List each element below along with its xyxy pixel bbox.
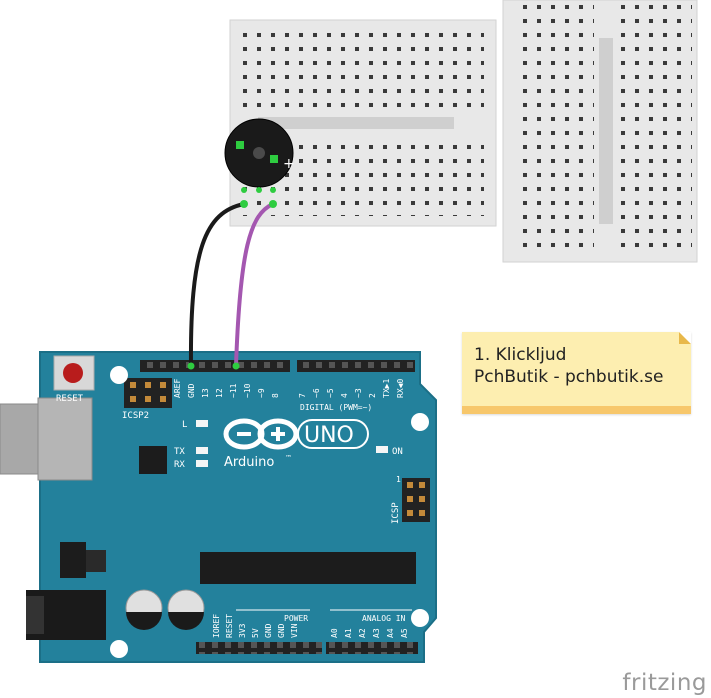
power-pin-label: RESET — [225, 614, 234, 638]
note-card: 1. Klickljud PchButik - pchbutik.se — [462, 332, 691, 414]
analog-label: ANALOG IN — [362, 614, 406, 623]
mounting-hole — [411, 413, 429, 431]
digital-pin-label: RX◀0 — [396, 379, 405, 398]
analog-pin-label: A3 — [372, 628, 381, 638]
icsp2-label: ICSP2 — [122, 411, 149, 421]
power-pin-label: GND — [264, 623, 273, 638]
mounting-hole — [110, 640, 128, 658]
note-footer-bar — [462, 406, 691, 414]
capacitor — [167, 589, 205, 630]
digital-pin-label: ~11 — [229, 383, 238, 398]
digital-pin-label: 8 — [271, 393, 280, 398]
power-pin-labels: IOREF RESET 3V3 5V GND GND VIN — [212, 614, 299, 638]
breadboard-divider — [258, 117, 454, 129]
side-breadboard — [502, 0, 698, 263]
on-label: ON — [392, 447, 403, 457]
power-pin-label: IOREF — [212, 614, 221, 638]
icsp-label: ICSP — [391, 502, 401, 524]
wire-signal[interactable] — [234, 202, 275, 368]
digital-pin-label: 7 — [298, 393, 307, 398]
uno-label: UNO — [304, 423, 354, 448]
digital-pin-labels: AREF GND 13 12 ~11 ~10 ~9 8 7 ~6 ~5 4 ~3 2 TX▶1 RX◀0 — [173, 379, 405, 398]
led-rx — [196, 460, 208, 467]
digital-pin-label: ~5 — [326, 388, 335, 398]
digital-pin-label: TX▶1 — [382, 379, 391, 398]
digital-pin-label: AREF — [173, 379, 182, 398]
icsp-header — [402, 478, 430, 522]
analog-pin-label: A0 — [330, 628, 339, 638]
icsp-pin1-label: 1 — [396, 475, 401, 484]
usb-chip — [139, 446, 167, 474]
arduino-logo — [223, 418, 369, 450]
note-line-2: PchButik - pchbutik.se — [474, 367, 664, 387]
mounting-hole — [411, 609, 429, 627]
analog-pin-label: A2 — [358, 628, 367, 638]
digital-pin-label: GND — [187, 383, 196, 398]
digital-pin-label: ~3 — [354, 388, 363, 398]
led-tx-label: TX — [174, 447, 185, 457]
power-label: POWER — [284, 614, 308, 623]
reset-button[interactable] — [53, 355, 95, 391]
fritzing-watermark: fritzing — [622, 670, 707, 696]
mounting-hole — [110, 366, 128, 384]
led-l-label: L — [182, 420, 187, 430]
digital-pin-label: 2 — [368, 393, 377, 398]
digital-pin-label: 13 — [201, 388, 210, 398]
analog-pin-label: A5 — [400, 628, 409, 638]
power-pin-label: GND — [277, 623, 286, 638]
power-pin-label: VIN — [290, 623, 299, 638]
digital-pin-label: 12 — [215, 388, 224, 398]
note-line-1: 1. Klickljud — [474, 345, 567, 365]
analog-pin-labels: A0 A1 A2 A3 A4 A5 — [330, 628, 409, 638]
power-pin-label: 3V3 — [238, 623, 247, 638]
trademark: ™ — [285, 454, 292, 462]
analog-pin-label: A1 — [344, 628, 353, 638]
capacitor — [125, 589, 163, 630]
buzzer-pin-marker — [236, 141, 244, 149]
led-on — [376, 446, 388, 453]
buzzer-plus-mark: + — [283, 156, 295, 172]
power-pin-label: 5V — [251, 628, 260, 638]
analog-pin-label: A4 — [386, 628, 395, 638]
digital-pin-label: ~9 — [257, 388, 266, 398]
digital-pin-label: ~10 — [243, 383, 252, 398]
microcontroller-chip — [200, 552, 416, 584]
led-tx — [196, 447, 208, 454]
digital-label: DIGITAL (PWM=~) — [300, 403, 372, 412]
reset-label: RESET — [56, 394, 84, 404]
arduino-brand: Arduino — [224, 455, 274, 470]
led-rx-label: RX — [174, 460, 185, 470]
piezo-buzzer[interactable]: + — [224, 118, 295, 193]
buzzer-pin-marker — [270, 155, 278, 163]
led-l — [196, 420, 208, 427]
digital-pin-label: 4 — [340, 393, 349, 398]
voltage-regulator — [60, 542, 86, 578]
breadboard-divider-vertical — [599, 38, 613, 224]
digital-pin-label: ~6 — [312, 388, 321, 398]
wire-gnd[interactable] — [188, 202, 246, 368]
